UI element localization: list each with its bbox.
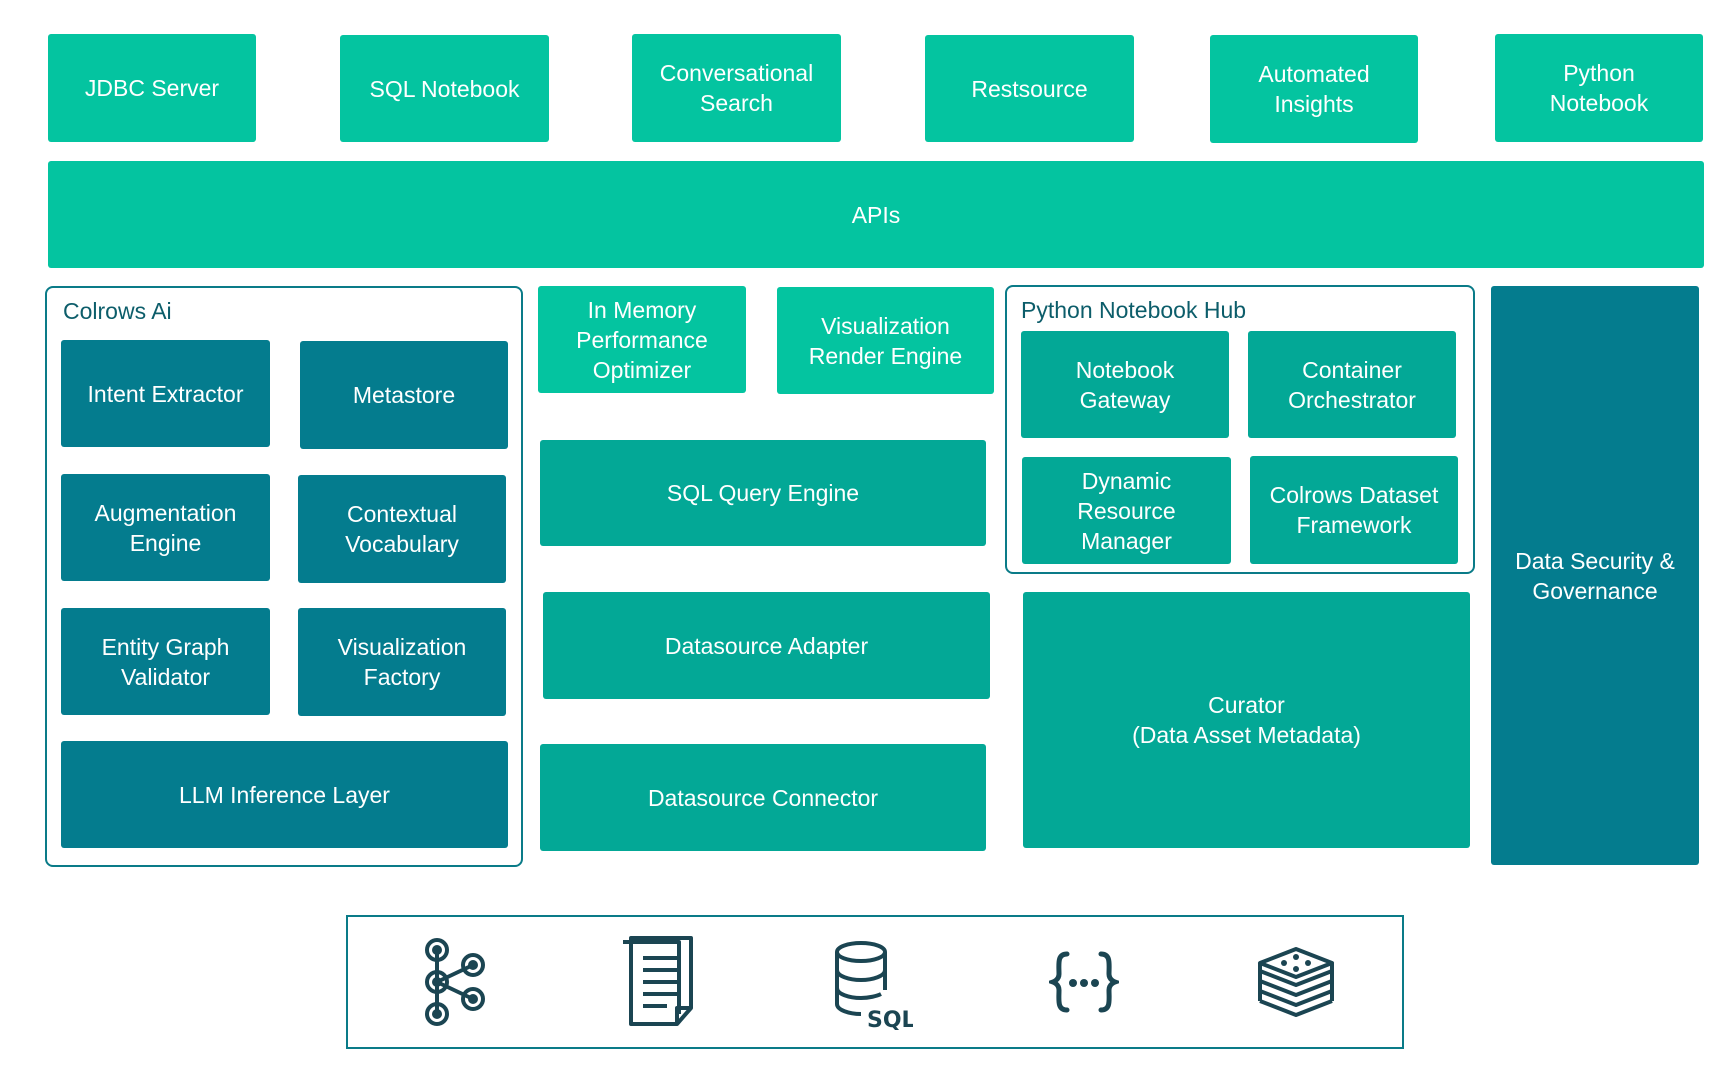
in-memory-optimizer-box: In Memory Performance Optimizer [538, 286, 746, 393]
datasource-connector-box: Datasource Connector [540, 744, 986, 851]
metastore-box: Metastore [300, 341, 508, 449]
jdbc-server-box: JDBC Server [48, 34, 256, 142]
sql-database-icon: SQL [835, 941, 913, 1030]
dynamic-resource-manager-box: Dynamic Resource Manager [1022, 457, 1231, 564]
data-sources-frame [346, 915, 1404, 1049]
container-orchestrator-box: Container Orchestrator [1248, 331, 1456, 438]
colrows-ai-frame [45, 286, 523, 867]
apis-bar: APIs [48, 161, 1704, 268]
notebook-gateway-box: Notebook Gateway [1021, 331, 1229, 438]
curator-box: Curator (Data Asset Metadata) [1023, 592, 1470, 848]
sql-query-engine-box: SQL Query Engine [540, 440, 986, 546]
json-braces-icon [1049, 951, 1119, 1013]
llm-inference-layer-box: LLM Inference Layer [61, 741, 508, 848]
python-notebook-hub-title: Python Notebook Hub [1021, 297, 1247, 323]
colrows-ai-title: Colrows Ai [63, 298, 172, 324]
kafka-graph-icon [425, 938, 485, 1026]
restsource-box: Restsource [925, 35, 1134, 142]
conversational-search-box: Conversational Search [632, 34, 841, 142]
entity-graph-validator-box: Entity Graph Validator [61, 608, 270, 715]
contextual-vocabulary-box: Contextual Vocabulary [298, 475, 506, 583]
visualization-factory-box: Visualization Factory [298, 608, 506, 716]
augmentation-engine-box: Augmentation Engine [61, 474, 270, 581]
colrows-dataset-framework-box: Colrows Dataset Framework [1250, 456, 1458, 564]
visualization-render-engine-box: Visualization Render Engine [777, 287, 994, 394]
datasource-adapter-box: Datasource Adapter [543, 592, 990, 699]
python-notebook-hub-frame [1005, 285, 1475, 574]
sql-notebook-box: SQL Notebook [340, 35, 549, 142]
layers-stack-icon [1258, 947, 1334, 1017]
python-notebook-box: Python Notebook [1495, 34, 1703, 142]
data-security-governance-box: Data Security & Governance [1491, 286, 1699, 865]
document-icon [623, 936, 693, 1026]
sql-icon-label: SQL [867, 1008, 913, 1030]
automated-insights-box: Automated Insights [1210, 35, 1418, 143]
intent-extractor-box: Intent Extractor [61, 340, 270, 447]
